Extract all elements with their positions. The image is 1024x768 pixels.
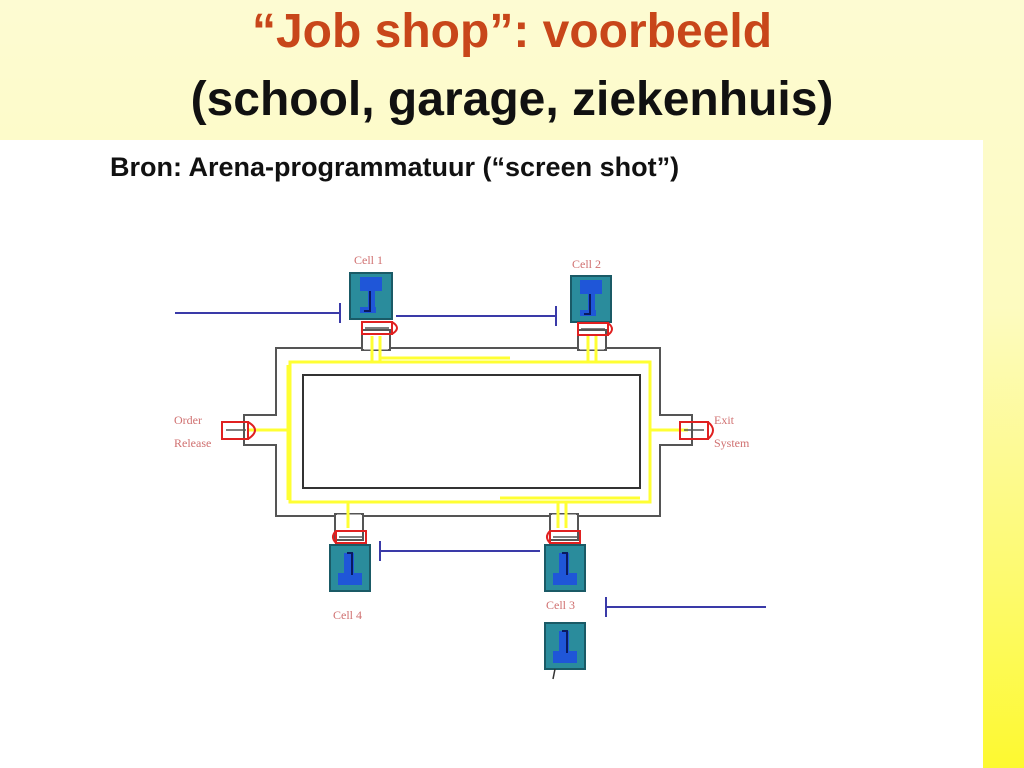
source-caption: Bron: Arena-programmatuur (“screen shot”… (110, 152, 680, 182)
cell3-spur (549, 513, 579, 541)
cell2-label: Cell 2 (572, 257, 601, 271)
stations (221, 321, 714, 544)
exit-system-label-line1: Exit (714, 413, 735, 427)
machine-cell1 (349, 272, 393, 320)
cell1-label: Cell 1 (354, 253, 383, 267)
slide-title: “Job shop”: voorbeeld (251, 5, 773, 58)
machine-cell3 (544, 544, 586, 592)
loop-inner-box (302, 374, 641, 489)
station-inner-bars (226, 327, 704, 538)
conveyor-paths (248, 336, 688, 528)
machine-cell4 (329, 544, 371, 592)
exit-system-label-line2: System (714, 436, 750, 450)
order-release-label-line1: Order (174, 413, 202, 427)
slide-subtitle: (school, garage, ziekenhuis) (190, 73, 834, 126)
cell4-label: Cell 4 (333, 608, 362, 622)
order-release-label-line2: Release (174, 436, 211, 450)
machine-cell2 (570, 275, 612, 323)
title-block: “Job shop”: voorbeeld (school, garage, z… (0, 0, 1024, 140)
machine-extra (544, 622, 586, 680)
cell3-label: Cell 3 (546, 598, 575, 612)
queue-lines (175, 303, 766, 617)
